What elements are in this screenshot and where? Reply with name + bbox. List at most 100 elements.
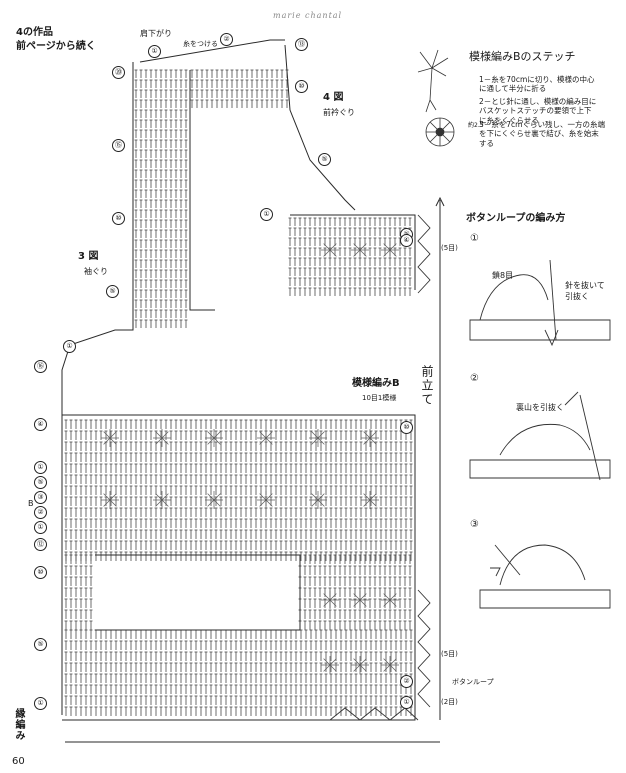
stitch-mark xyxy=(363,493,371,501)
stitch-mark xyxy=(363,431,371,439)
stitch-mark xyxy=(359,599,367,607)
stitch-scale: 約2.5 xyxy=(468,122,484,129)
loop-step-1-num: ① xyxy=(470,233,479,244)
stitch-mark xyxy=(259,499,267,507)
stitch-mark xyxy=(359,243,367,251)
button-loop-illustrations xyxy=(469,259,611,609)
button-loop-label: ボタンループ xyxy=(452,678,494,686)
watermark: marie chantal xyxy=(273,11,343,20)
continued-note: 前ページから続く xyxy=(16,41,96,52)
row-marker: ⑳ xyxy=(112,66,125,79)
stitch-mark xyxy=(323,664,331,672)
figure-title: 4の作品 xyxy=(16,27,53,38)
loop-step-1-note: 針を抜いて 引抜く xyxy=(565,281,605,301)
b-bracket-label: B xyxy=(28,499,34,508)
stitch-mark xyxy=(323,658,331,666)
stitch-mark xyxy=(329,658,337,666)
row-marker: ③ xyxy=(34,491,47,504)
stitch-mark xyxy=(389,664,397,672)
stitch-mark xyxy=(323,599,331,607)
stitch-mark xyxy=(161,499,169,507)
stitch-mark xyxy=(363,499,371,507)
row-marker: ⑤ xyxy=(34,638,47,651)
figure-4-label: 4 図 xyxy=(323,92,344,103)
pattern-b-label: 模様編みB xyxy=(352,378,400,389)
stitch-rows xyxy=(64,69,413,716)
stitch-mark xyxy=(207,493,215,501)
stitch-mark xyxy=(161,437,169,445)
stitch-mark xyxy=(109,499,117,507)
stitch-mark xyxy=(213,437,221,445)
row-marker: ⑩ xyxy=(112,212,125,225)
stitch-mark xyxy=(317,493,325,501)
stitch-mark xyxy=(383,599,391,607)
pattern-repeat-label: 10目1模様 xyxy=(362,394,397,402)
stitch-mark xyxy=(311,493,319,501)
stitch-mark xyxy=(213,431,221,439)
stitch-mark xyxy=(155,437,163,445)
page-number: 60 xyxy=(12,756,25,767)
stitch-mark xyxy=(317,437,325,445)
row-marker: ① xyxy=(400,696,413,709)
stitch-mark xyxy=(265,499,273,507)
stitch-mark xyxy=(369,499,377,507)
stitch-mark xyxy=(353,249,361,257)
front-band-label: 前立て xyxy=(420,365,434,407)
row-marker: ⑯ xyxy=(34,360,47,373)
loop-step-2-num: ② xyxy=(470,373,479,384)
stitch-mark xyxy=(383,249,391,257)
stitch-mark xyxy=(353,658,361,666)
row-marker: ② xyxy=(34,506,47,519)
row-marker: ⑩ xyxy=(34,566,47,579)
stitch-mark xyxy=(311,437,319,445)
stitch-mark xyxy=(103,437,111,445)
stitch-mark xyxy=(389,593,397,601)
flower-motifs xyxy=(101,241,399,674)
loop-step-3-num: ③ xyxy=(470,519,479,530)
stitch-mark xyxy=(359,249,367,257)
stitch-mark xyxy=(369,437,377,445)
row-marker: ① xyxy=(148,45,161,58)
stitch-mark xyxy=(383,593,391,601)
row-marker: ① xyxy=(34,521,47,534)
stitch-mark xyxy=(389,243,397,251)
stitch-mark xyxy=(353,593,361,601)
rows-2: (2目) xyxy=(441,698,458,706)
rows-5-bottom: (5目) xyxy=(441,650,458,658)
stitch-mark xyxy=(383,664,391,672)
stitch-mark xyxy=(109,493,117,501)
stitch-mark xyxy=(259,493,267,501)
stitch-mark xyxy=(259,437,267,445)
row-marker: ① xyxy=(260,208,273,221)
row-marker: ⑤ xyxy=(318,153,331,166)
stitch-mark xyxy=(161,431,169,439)
stitch-mark xyxy=(363,437,371,445)
stitch-mark xyxy=(353,599,361,607)
stitch-mark xyxy=(353,243,361,251)
loop-panel-title: ボタンループの編み方 xyxy=(466,213,566,224)
stitch-mark xyxy=(207,437,215,445)
stitch-step-1: 1－糸を70cmに切り、模様の中心 に通して半分に折る xyxy=(479,75,595,94)
stitch-mark xyxy=(161,493,169,501)
stitch-mark xyxy=(317,499,325,507)
stitch-mark xyxy=(103,493,111,501)
stitch-panel-title: 模様編みBのステッチ xyxy=(469,50,576,63)
loop-step-1-label: 鎖8目 xyxy=(492,271,514,280)
stitch-mark xyxy=(213,493,221,501)
stitch-mark xyxy=(389,599,397,607)
row-marker: ⑤ xyxy=(106,285,119,298)
row-marker: ② xyxy=(400,675,413,688)
stitch-mark xyxy=(317,431,325,439)
stitch-mark xyxy=(207,499,215,507)
row-marker: ④ xyxy=(34,418,47,431)
row-marker: ⑬ xyxy=(295,38,308,51)
stitch-step-2: 2－とじ針に通し、模様の編み目に バスケットステッチの要領で上下 に糸をくぐらせ… xyxy=(479,97,597,125)
row-marker: ⑮ xyxy=(112,139,125,152)
stitch-mark xyxy=(369,431,377,439)
stitch-mark xyxy=(213,499,221,507)
stitch-mark xyxy=(329,243,337,251)
loop-step-2-label: 裏山を引抜く xyxy=(516,403,564,412)
stitch-mark xyxy=(109,431,117,439)
row-marker: ② xyxy=(220,33,233,46)
